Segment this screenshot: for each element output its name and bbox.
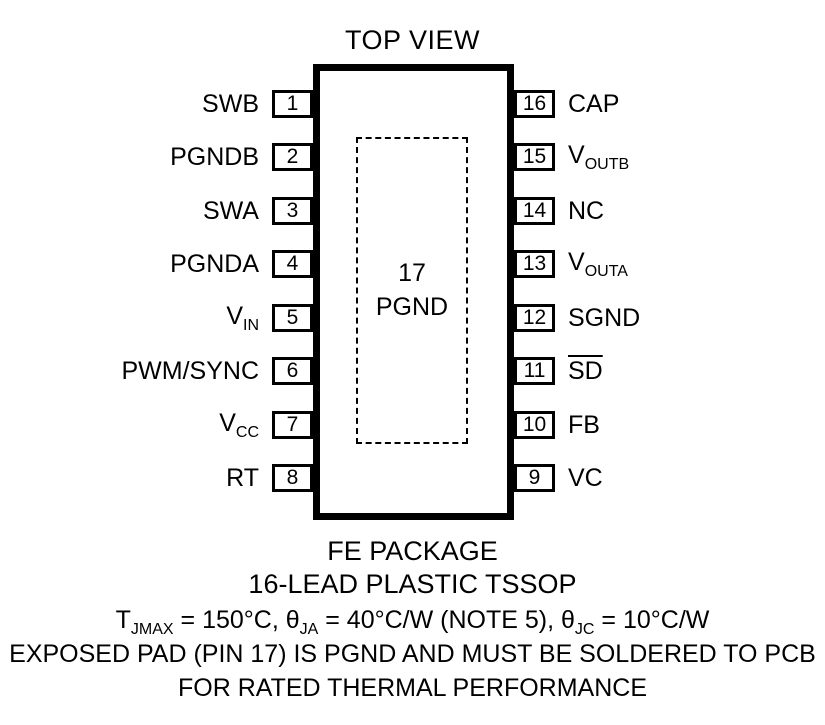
pin-row-11: 11 SD bbox=[514, 357, 825, 385]
pin-label-text: NC bbox=[568, 196, 605, 225]
pin-label-subscript: OUTB bbox=[584, 155, 630, 173]
pin-row-16: 16 CAP bbox=[514, 90, 825, 118]
exposed-pad-number: 17 bbox=[398, 258, 426, 287]
pin-7-box: 7 bbox=[272, 411, 313, 439]
pin-10-label: FB bbox=[568, 411, 600, 440]
pin-label-subscript: OUTA bbox=[584, 262, 628, 280]
pin-9-label: VC bbox=[568, 464, 603, 493]
pin-2-label: PGNDB bbox=[170, 143, 259, 172]
pin-1-label: SWB bbox=[202, 90, 259, 119]
pin-row-8: RT 8 bbox=[0, 464, 313, 492]
pin-number: 3 bbox=[286, 199, 299, 222]
pin-row-1: SWB 1 bbox=[0, 90, 313, 118]
pin-row-13: 13 VOUTA bbox=[514, 248, 825, 281]
pin-8-label: RT bbox=[226, 464, 259, 493]
pin-row-3: SWA 3 bbox=[0, 197, 313, 225]
pin-label-text: V bbox=[219, 408, 236, 437]
pin-label-subscript: IN bbox=[243, 316, 259, 334]
pin-label-text: CAP bbox=[568, 89, 620, 118]
pin-number: 4 bbox=[286, 252, 299, 275]
pin-label-text: VC bbox=[568, 463, 603, 492]
pin-3-box: 3 bbox=[272, 197, 313, 225]
pin-number: 14 bbox=[522, 199, 547, 222]
pin-number: 5 bbox=[286, 306, 299, 329]
exposed-pad-text: 17 PGND bbox=[376, 257, 448, 325]
pin-number: 7 bbox=[286, 413, 299, 436]
pin-16-box: 16 bbox=[514, 90, 555, 118]
pin-number: 13 bbox=[522, 252, 547, 275]
pin-row-15: 15 VOUTB bbox=[514, 141, 825, 174]
pin-number: 2 bbox=[286, 145, 299, 168]
pin-row-6: PWM/SYNC 6 bbox=[0, 357, 313, 385]
pin-row-4: PGNDA 4 bbox=[0, 250, 313, 278]
pin-number: 12 bbox=[522, 306, 547, 329]
pin-label-text: FB bbox=[568, 410, 600, 439]
pin-16-label: CAP bbox=[568, 90, 619, 119]
pin-label-text: V bbox=[568, 247, 585, 276]
pin-13-box: 13 bbox=[514, 250, 555, 278]
pin-6-label: PWM/SYNC bbox=[122, 357, 260, 386]
pin-number: 8 bbox=[286, 466, 299, 489]
pin-number: 10 bbox=[522, 413, 547, 436]
pin-1-box: 1 bbox=[272, 90, 313, 118]
pin-14-box: 14 bbox=[514, 197, 555, 225]
pin-label-text: PGNDB bbox=[170, 142, 259, 171]
pin-11-label: SD bbox=[568, 357, 603, 386]
pin-15-box: 15 bbox=[514, 143, 555, 171]
pin-9-box: 9 bbox=[514, 464, 555, 492]
exposed-pad-note-line2: FOR RATED THERMAL PERFORMANCE bbox=[177, 674, 648, 702]
pin-6-box: 6 bbox=[272, 357, 313, 385]
pin-row-10: 10 FB bbox=[514, 411, 825, 439]
package-name: FE PACKAGE bbox=[327, 536, 498, 566]
pin-row-14: 14 NC bbox=[514, 197, 825, 225]
pin-number: 6 bbox=[286, 359, 299, 382]
thermal-spec-line: TJMAX = 150°C, θJA = 40°C/W (NOTE 5), θJ… bbox=[115, 606, 710, 638]
pin-label-text: SWA bbox=[202, 196, 259, 225]
pin-5-box: 5 bbox=[272, 304, 313, 332]
pin-8-box: 8 bbox=[272, 464, 313, 492]
pin-13-label: VOUTA bbox=[568, 248, 628, 281]
pin-label-text: PGNDA bbox=[170, 249, 259, 278]
pin-row-12: 12 SGND bbox=[514, 304, 825, 332]
pin-14-label: NC bbox=[568, 197, 604, 226]
pin-label-text: SGND bbox=[568, 303, 641, 332]
pin-row-2: PGNDB 2 bbox=[0, 143, 313, 171]
pin-label-text: SWB bbox=[202, 89, 259, 118]
exposed-pad-note-line1: EXPOSED PAD (PIN 17) IS PGND AND MUST BE… bbox=[9, 640, 816, 668]
pin-row-5: VIN 5 bbox=[0, 302, 313, 335]
pin-label-text: V bbox=[226, 301, 243, 330]
pin-12-box: 12 bbox=[514, 304, 555, 332]
pin-4-box: 4 bbox=[272, 250, 313, 278]
exposed-pad-label: PGND bbox=[375, 292, 449, 321]
pin-11-box: 11 bbox=[514, 357, 555, 385]
pin-label-text: V bbox=[568, 140, 585, 169]
pin-number: 9 bbox=[528, 466, 541, 489]
ic-package-body bbox=[313, 64, 514, 520]
pin-label-subscript: CC bbox=[235, 423, 259, 441]
pin-7-label: VCC bbox=[219, 409, 259, 442]
package-type: 16-LEAD PLASTIC TSSOP bbox=[248, 569, 577, 599]
pin-4-label: PGNDA bbox=[170, 250, 259, 279]
pin-2-box: 2 bbox=[272, 143, 313, 171]
pin-label-text: RT bbox=[226, 463, 259, 492]
pin-label-text: SD bbox=[568, 356, 603, 385]
pin-10-box: 10 bbox=[514, 411, 555, 439]
pin-label-text: PWM/SYNC bbox=[121, 356, 260, 385]
pin-row-7: VCC 7 bbox=[0, 409, 313, 442]
pin-3-label: SWA bbox=[203, 197, 259, 226]
pin-number: 16 bbox=[522, 92, 547, 115]
pin-number: 1 bbox=[286, 92, 299, 115]
pin-5-label: VIN bbox=[226, 302, 259, 335]
pin-number: 11 bbox=[523, 359, 546, 382]
pin-number: 15 bbox=[522, 145, 547, 168]
diagram-title: TOP VIEW bbox=[344, 25, 481, 55]
pin-row-9: 9 VC bbox=[514, 464, 825, 492]
exposed-pad-outline: 17 PGND bbox=[356, 137, 468, 444]
pin-15-label: VOUTB bbox=[568, 141, 629, 174]
pin-12-label: SGND bbox=[568, 304, 640, 333]
